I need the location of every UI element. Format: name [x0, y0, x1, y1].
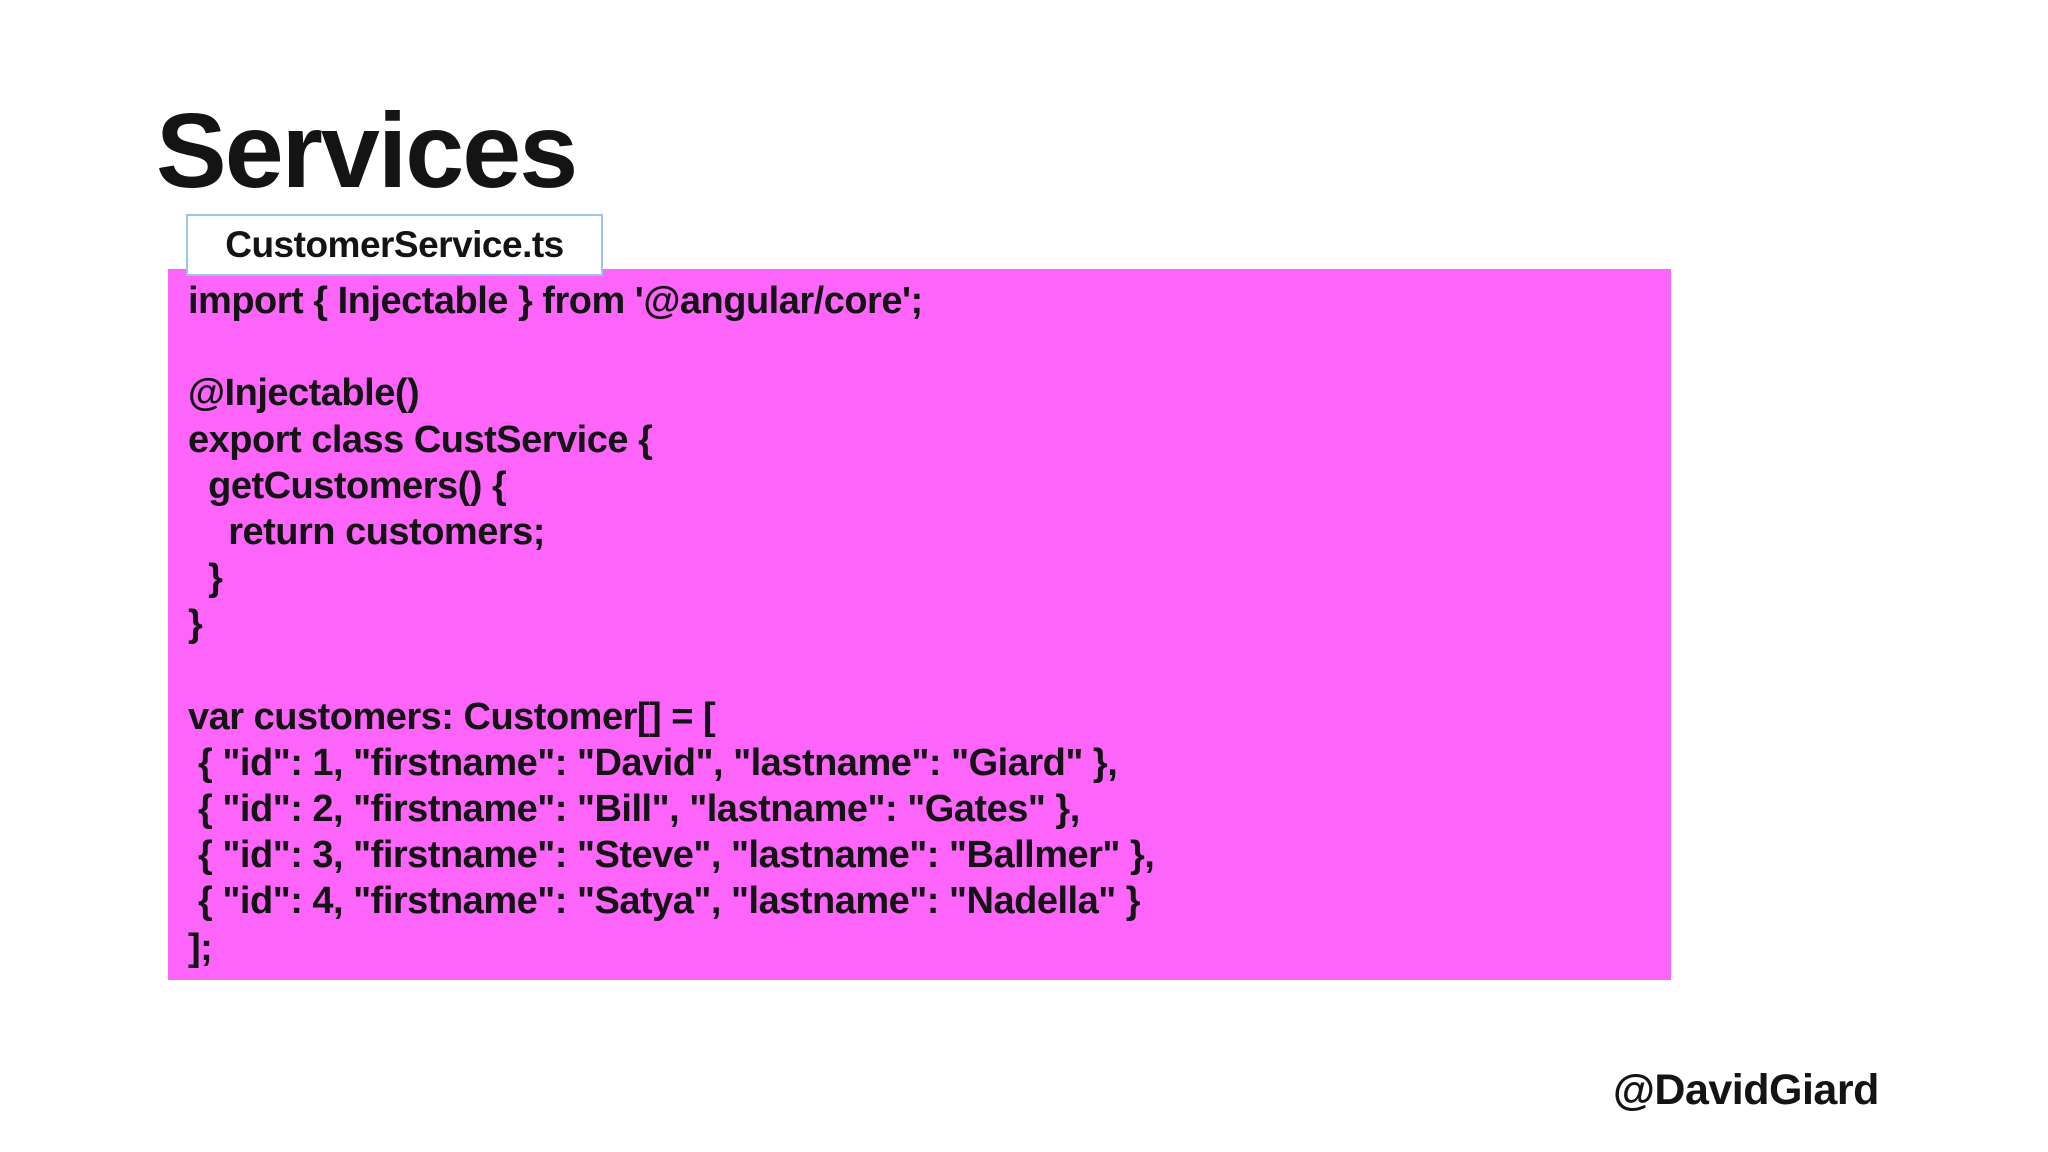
code-line: { "id": 2, "firstname": "Bill", "lastnam…: [188, 788, 1080, 831]
code-line: getCustomers() {: [188, 464, 507, 507]
code-line: }: [188, 557, 223, 600]
code-line: [188, 324, 1671, 370]
slide-title: Services: [156, 92, 578, 210]
code-block: import { Injectable } from '@angular/cor…: [168, 269, 1671, 980]
code-line: @Injectable(): [188, 372, 420, 415]
code-line: { "id": 4, "firstname": "Satya", "lastna…: [188, 880, 1141, 923]
code-line: var customers: Customer[] = [: [188, 695, 716, 738]
twitter-handle: @DavidGiard: [1613, 1066, 1879, 1114]
code-line: export class CustService {: [188, 418, 653, 461]
code-line: { "id": 1, "firstname": "David", "lastna…: [188, 741, 1118, 784]
code-line: ];: [188, 926, 213, 969]
code-line: [188, 648, 1671, 694]
code-line: { "id": 3, "firstname": "Steve", "lastna…: [188, 834, 1155, 877]
filename-label-text: CustomerService.ts: [225, 224, 564, 265]
code-line: return customers;: [188, 510, 545, 553]
code-line: import { Injectable } from '@angular/cor…: [188, 280, 923, 322]
code-line: }: [188, 603, 203, 646]
filename-label-box: CustomerService.ts: [186, 214, 603, 276]
